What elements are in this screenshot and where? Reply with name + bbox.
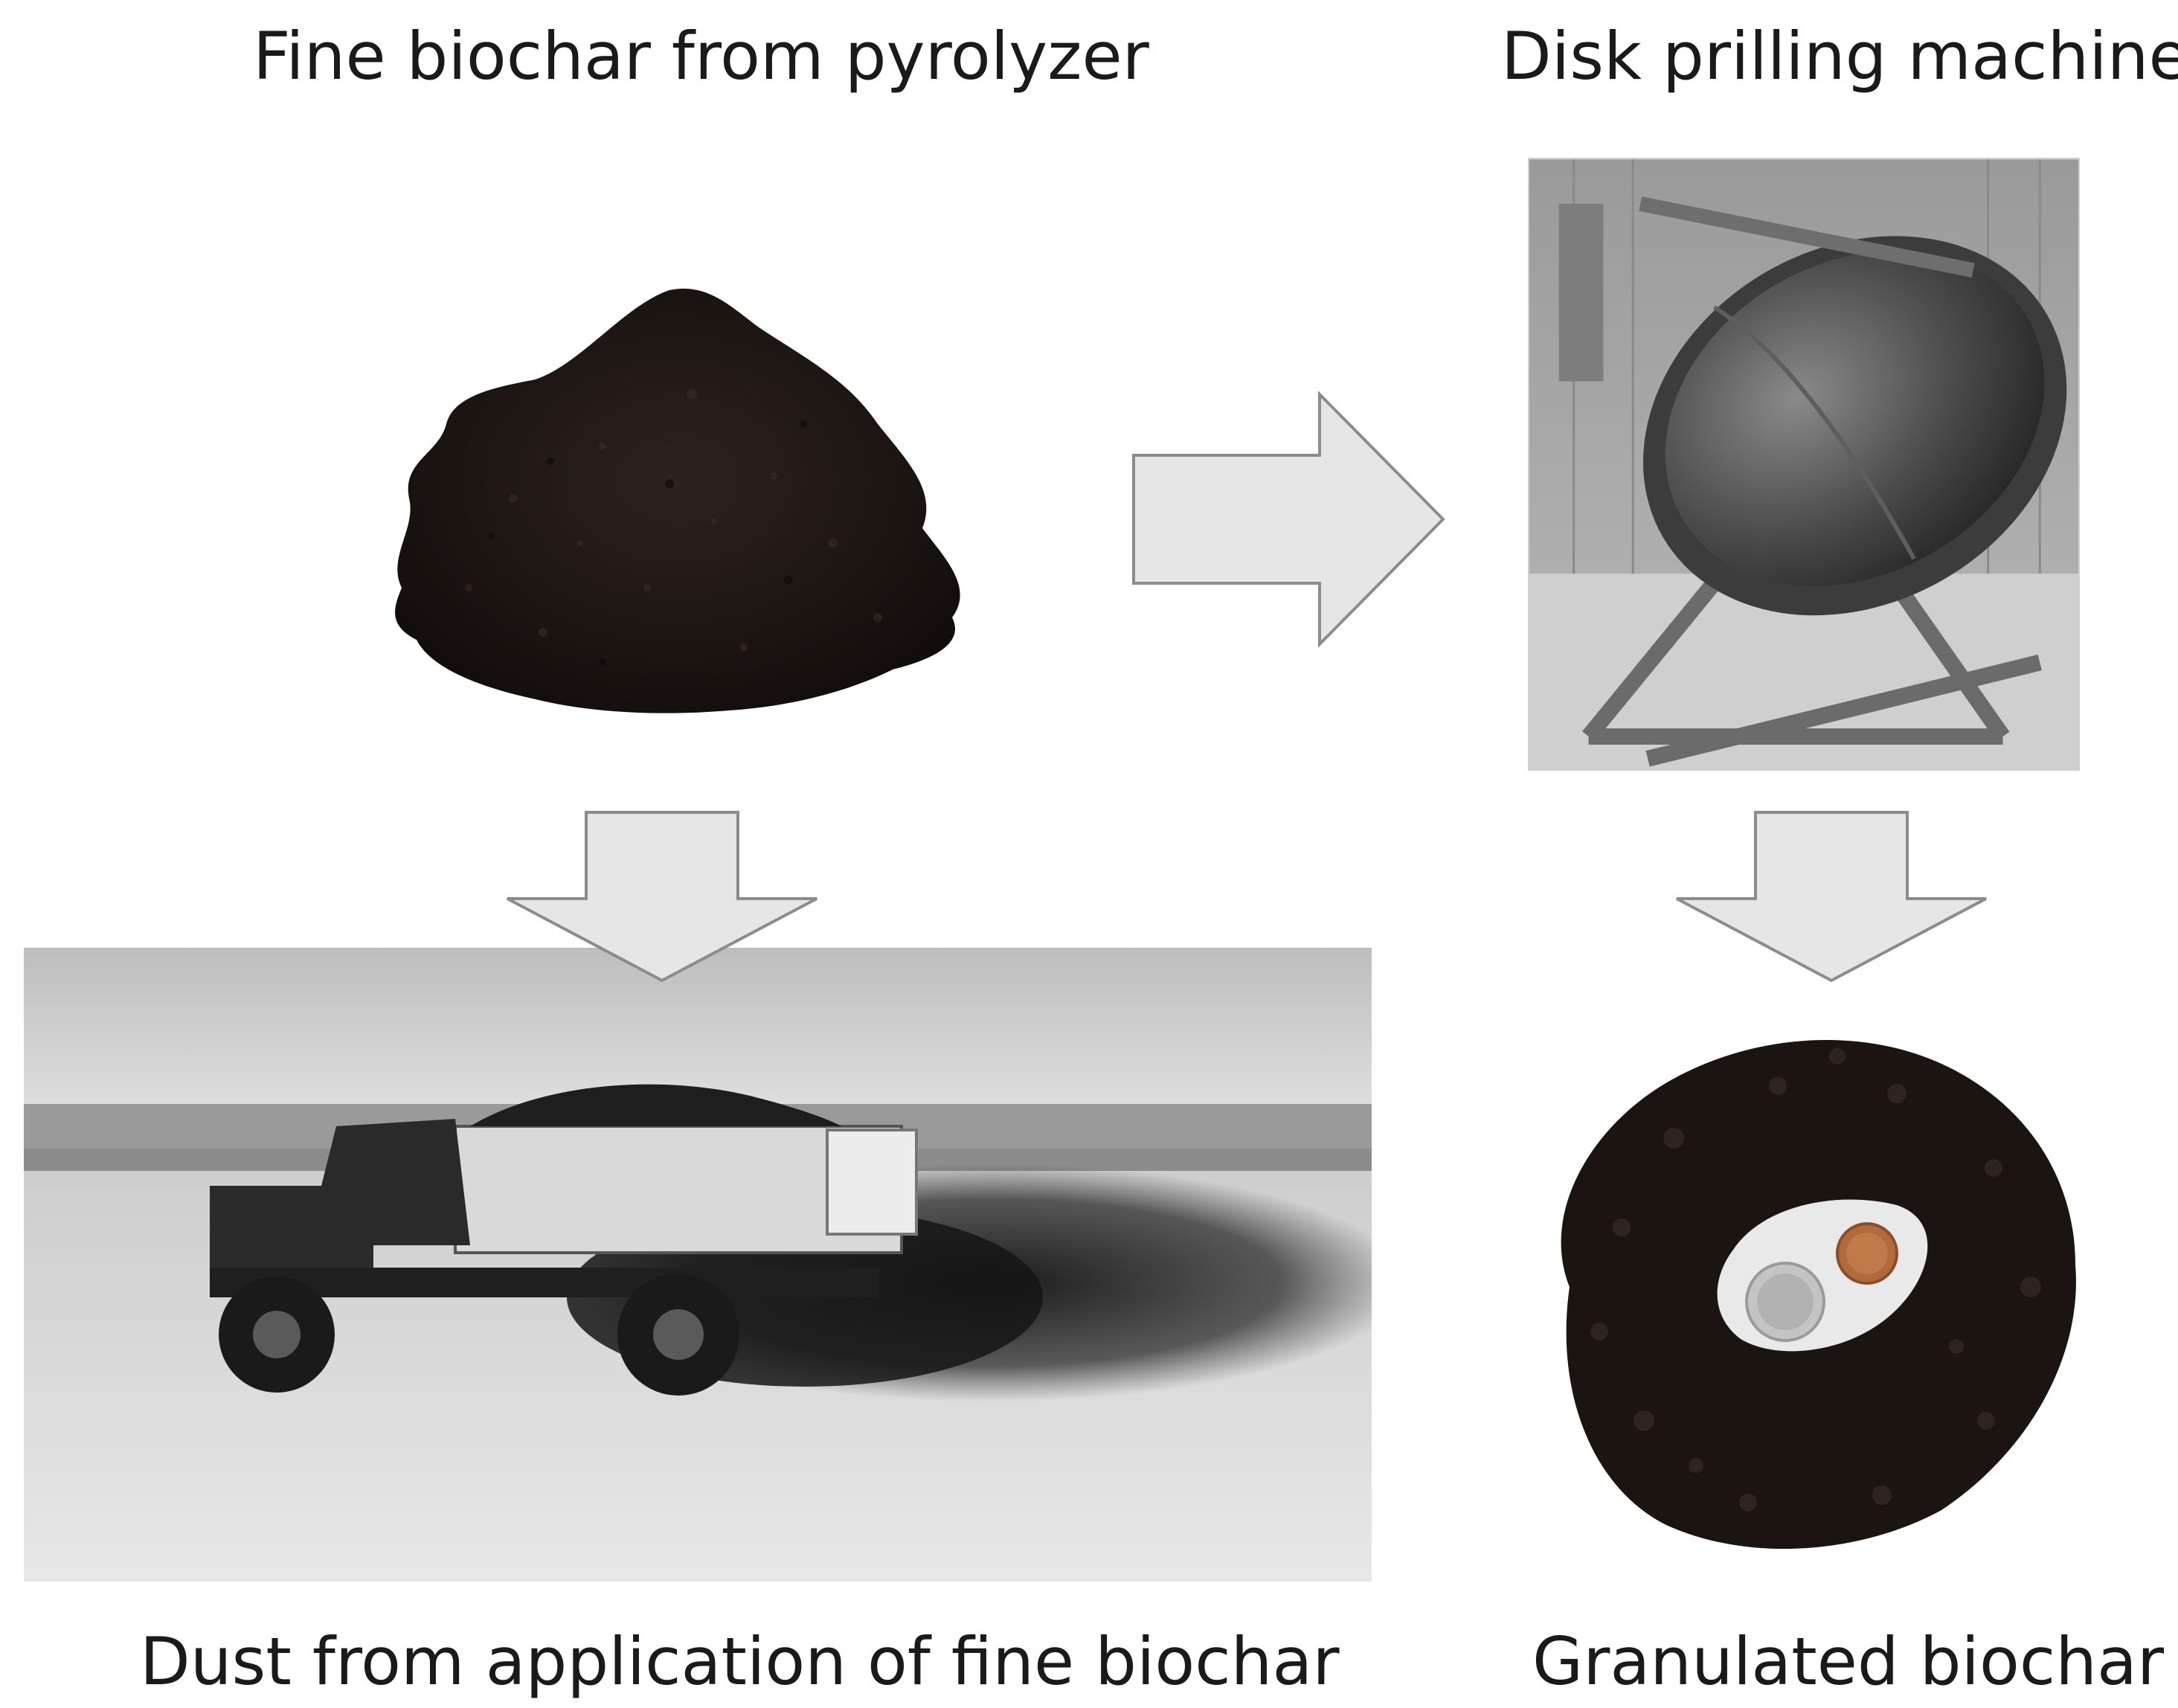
label-disk-prilling: Disk prilling machine	[1501, 18, 2178, 94]
arrow-right	[1132, 391, 1445, 648]
label-dust: Dust from application of fine biochar	[140, 1623, 1340, 1700]
truck-dust-image	[24, 948, 1372, 1582]
biochar-powder-image	[357, 275, 982, 722]
granulated-biochar-image	[1510, 1004, 2098, 1570]
label-granulated: Granulated biochar	[1532, 1623, 2165, 1700]
label-fine-biochar: Fine biochar from pyrolyzer	[253, 18, 1149, 94]
disk-prilling-machine-image	[1528, 158, 2080, 771]
arrow-down-right	[1675, 811, 1988, 983]
arrow-down-left	[506, 811, 818, 983]
